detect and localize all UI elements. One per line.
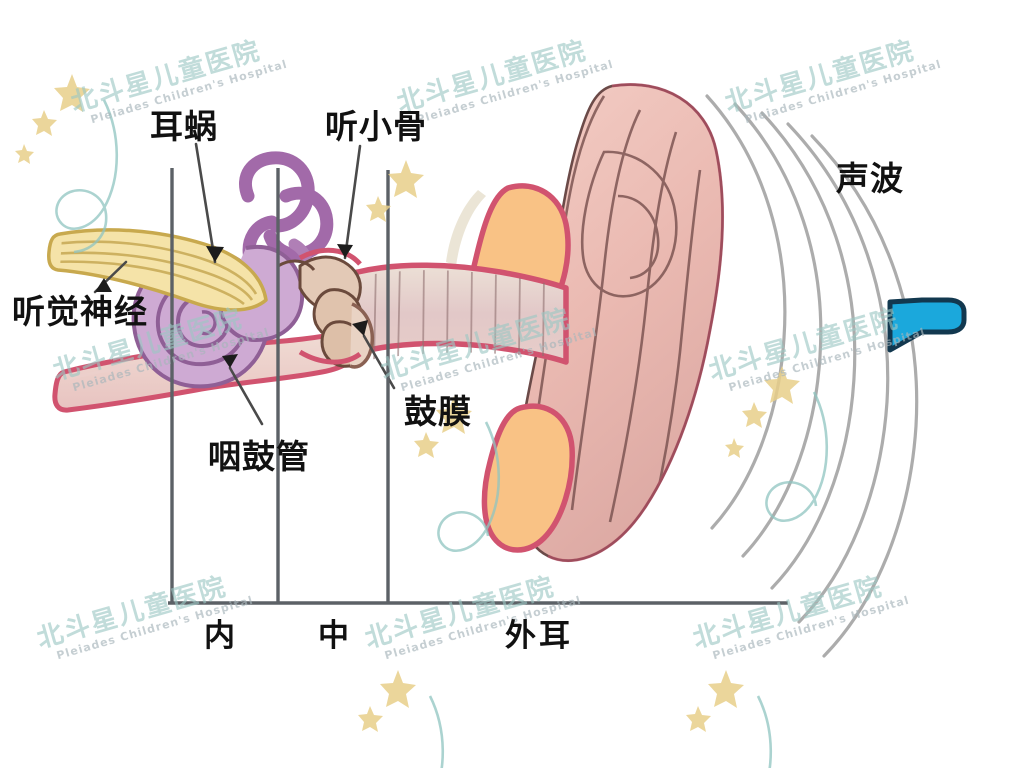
pointer-ossicles [343,144,362,260]
pointer-arrowheads [95,244,368,368]
megaphone-icon [887,297,967,353]
axis-label-outer-ear: 外耳 [505,618,573,654]
decorative-ribbon-swirls [55,99,829,768]
axis-label-inner-ear: 内 [204,618,238,654]
eardrum [349,302,375,369]
label-eardrum: 鼓膜 [404,392,472,431]
label-sound-wave: 声波 [836,159,904,198]
label-ossicles: 听小骨 [325,107,427,146]
label-eustachian-tube: 咽鼓管 [208,437,310,476]
label-auditory-nerve: 听觉神经 [12,292,148,331]
axis-label-middle-ear: 中 [318,618,352,654]
pointer-eustachian [228,366,264,426]
middle-ear-cavity [298,247,362,365]
ear-canal [342,262,569,365]
label-cochlea: 耳蜗 [150,107,218,146]
pointer-lines [93,142,396,426]
sound-wave-arcs [705,94,919,658]
decorative-stars [15,74,800,732]
pointer-cochlea [194,142,217,264]
section-dividers [168,168,788,605]
